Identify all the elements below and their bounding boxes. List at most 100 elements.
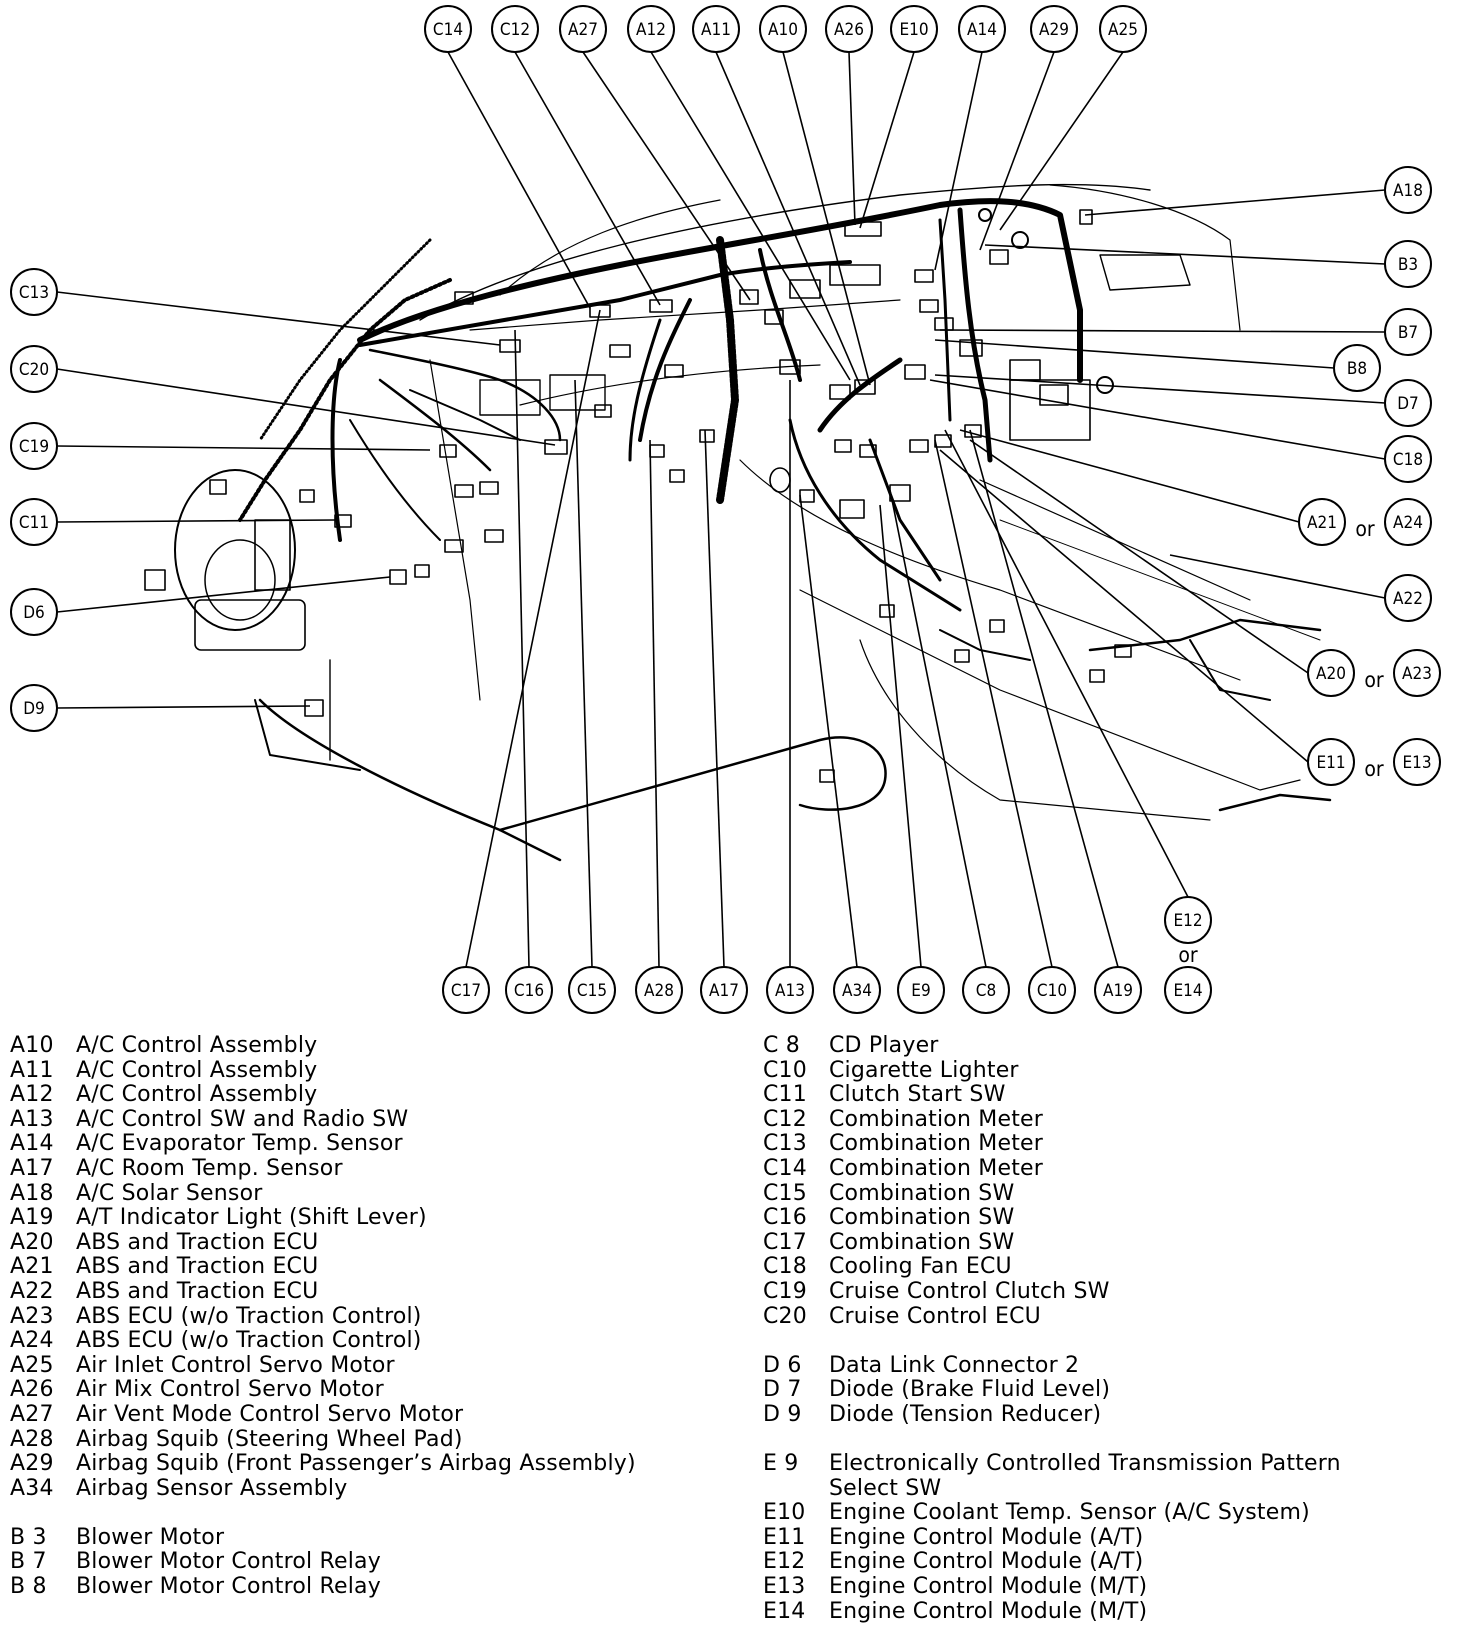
legend-description: Cruise Control Clutch SW (829, 1278, 1110, 1304)
legend-description: Air Inlet Control Servo Motor (76, 1352, 395, 1378)
legend-row: Select SW (763, 1476, 1463, 1502)
legend-code: B 8 (10, 1574, 47, 1600)
leader-line (465, 309, 601, 968)
legend-description: Airbag Squib (Steering Wheel Pad) (76, 1426, 463, 1452)
callout-c8: C8 (962, 966, 1010, 1014)
leader-line (969, 429, 1119, 968)
legend-code: A13 (10, 1106, 54, 1132)
callout-c16: C16 (505, 966, 553, 1014)
legend-description: CD Player (829, 1033, 939, 1058)
legend-description: A/C Control Assembly (76, 1057, 318, 1083)
legend-code: A24 (10, 1328, 54, 1354)
callout-circle (766, 966, 814, 1014)
legend-code: A22 (10, 1278, 54, 1304)
leader-line (782, 51, 871, 386)
leader-line (859, 51, 915, 229)
legend-description: Engine Control Module (M/T) (829, 1598, 1148, 1624)
leader-line (879, 504, 922, 968)
legend-description: ABS ECU (w/o Traction Control) (76, 1303, 422, 1329)
legend-code: A23 (10, 1303, 54, 1329)
legend-code: C11 (763, 1082, 807, 1108)
callout-circle (10, 588, 58, 636)
legend-spacer (10, 1501, 750, 1526)
callout-e14: E14 (1164, 966, 1212, 1014)
leader-line (582, 51, 751, 301)
legend-row: C11 Clutch Start SW (763, 1083, 1463, 1108)
legend-code: C12 (763, 1106, 807, 1132)
legend-code: A10 (10, 1033, 54, 1058)
callout-circle (1393, 649, 1441, 697)
leader-line (969, 439, 1309, 674)
legend-description: Engine Control Module (A/T) (829, 1549, 1144, 1575)
legend-code: B 3 (10, 1524, 47, 1550)
callout-circle (10, 422, 58, 470)
callout-label: A10 (768, 20, 798, 40)
legend-description: Cooling Fan ECU (829, 1254, 1012, 1280)
legend-description: Air Vent Mode Control Servo Motor (76, 1401, 464, 1427)
callout-circle (10, 345, 58, 393)
callout-e10: E10 (890, 5, 938, 53)
or-text: or (1178, 943, 1198, 967)
legend-code: C14 (763, 1155, 807, 1181)
callout-circle (424, 5, 472, 53)
callout-label: C12 (500, 20, 530, 40)
callout-label: C13 (19, 283, 49, 303)
callout-circle (635, 966, 683, 1014)
legend-code: A11 (10, 1057, 54, 1083)
callout-circle (1099, 5, 1147, 53)
legend-description: Airbag Squib (Front Passenger’s Airbag A… (76, 1451, 636, 1477)
leader-line (944, 429, 1189, 898)
leader-line (934, 339, 1335, 369)
callout-label: C20 (19, 360, 49, 380)
legend-code: D 6 (763, 1352, 802, 1378)
callout-circle (491, 5, 539, 53)
leader-line (574, 379, 593, 968)
legend-code: A34 (10, 1475, 54, 1501)
callout-label: A21 (1307, 513, 1337, 533)
leader-line (889, 489, 987, 968)
callout-a19: A19 (1094, 966, 1142, 1014)
callout-label: A25 (1108, 20, 1138, 40)
callout-label: A14 (967, 20, 997, 40)
legend-description: Diode (Tension Reducer) (829, 1401, 1102, 1427)
legend-description: Clutch Start SW (829, 1082, 1006, 1108)
legend-description: A/C Room Temp. Sensor (76, 1155, 343, 1181)
callout-circle (958, 5, 1006, 53)
callout-b3: B3 (1384, 240, 1432, 288)
legend-description: ABS and Traction ECU (76, 1254, 319, 1280)
legend-description: A/T Indicator Light (Shift Lever) (76, 1205, 427, 1231)
legend-description: ABS ECU (w/o Traction Control) (76, 1328, 422, 1354)
callout-label: C18 (1393, 450, 1423, 470)
callout-label: A29 (1039, 20, 1069, 40)
legend-description: A/C Evaporator Temp. Sensor (76, 1131, 403, 1157)
callout-c17: C17 (442, 966, 490, 1014)
callout-circle (10, 498, 58, 546)
callout-leader-lines (56, 51, 1386, 968)
callout-label: E14 (1173, 981, 1202, 1001)
callout-circle (1333, 344, 1381, 392)
callout-label: E9 (911, 981, 930, 1001)
leader-line (979, 51, 1055, 251)
callout-circle (442, 966, 490, 1014)
legend-description: Combination Meter (829, 1106, 1044, 1132)
legend-description: Electronically Controlled Transmission P… (829, 1451, 1341, 1477)
leader-line (929, 379, 1386, 460)
legend-description: Cruise Control ECU (829, 1303, 1041, 1329)
legend-code: C18 (763, 1254, 807, 1280)
callout-b8: B8 (1333, 344, 1381, 392)
callout-label: A13 (775, 981, 805, 1001)
legend-description: A/C Control SW and Radio SW (76, 1106, 409, 1132)
callout-label: B8 (1347, 359, 1367, 379)
legend-code: D 7 (763, 1377, 802, 1403)
callout-circle (1030, 5, 1078, 53)
legend-description: Combination SW (829, 1180, 1015, 1206)
